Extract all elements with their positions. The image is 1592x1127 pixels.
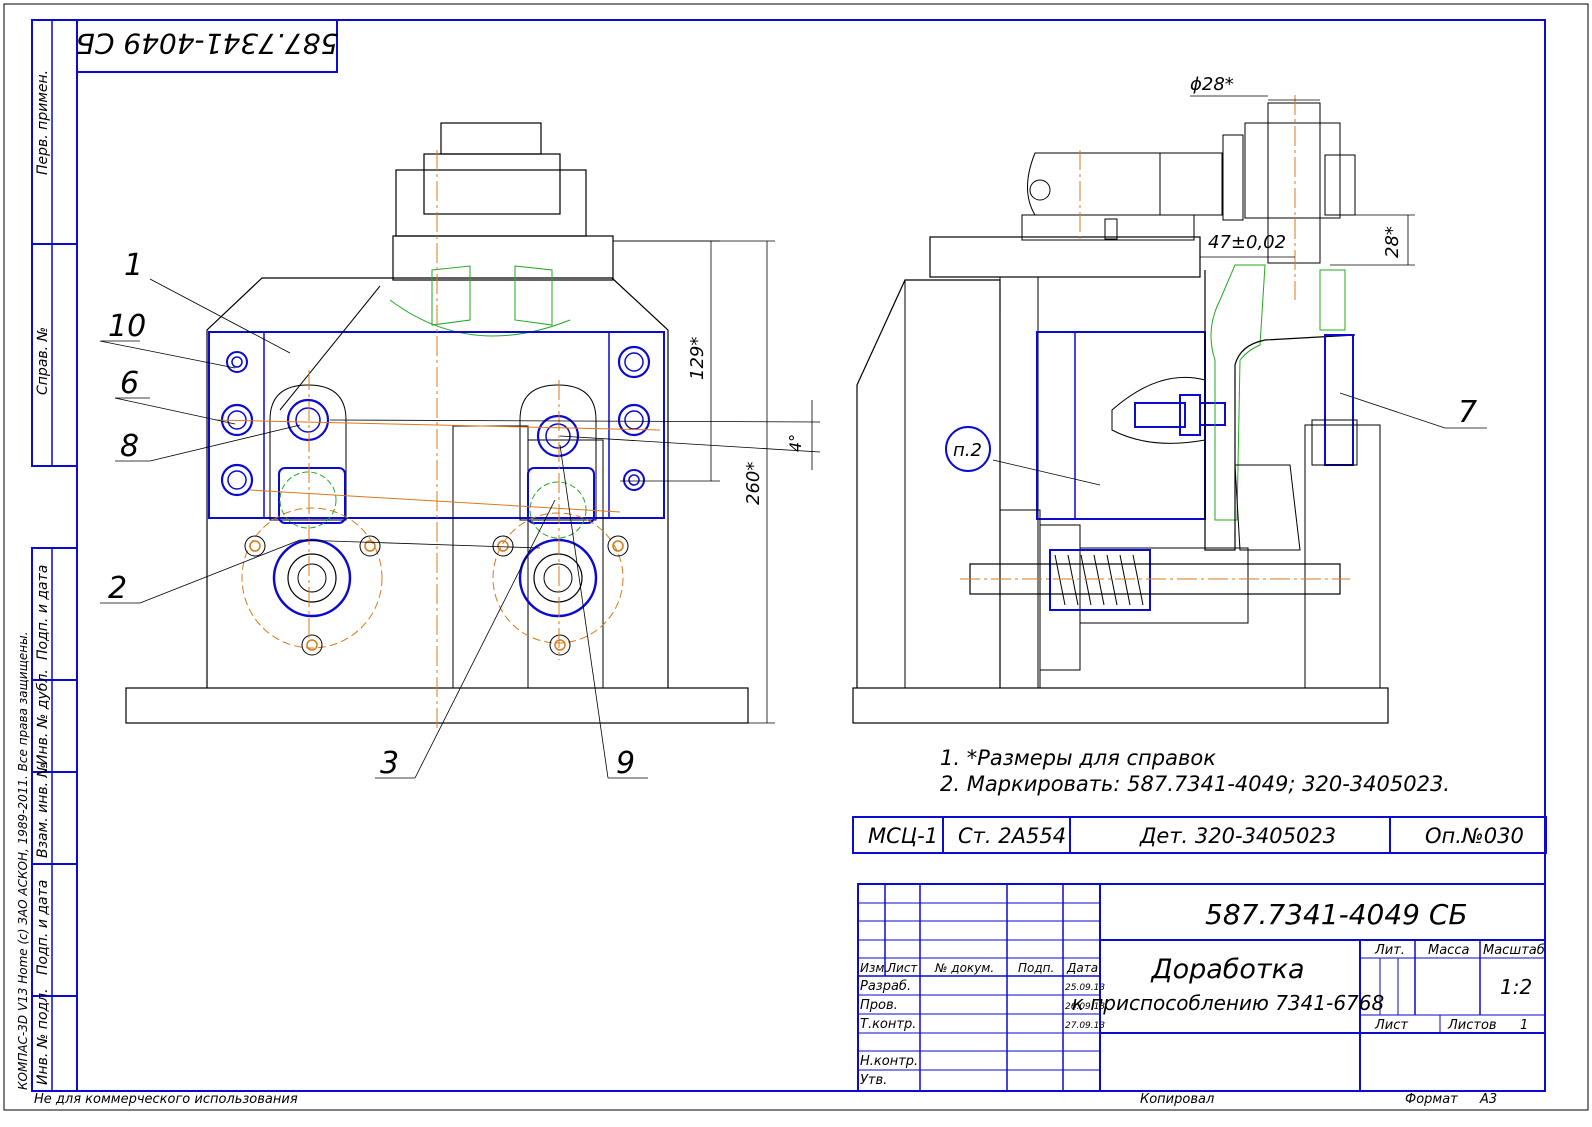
dim-260: 260* [743, 462, 764, 505]
dim-phi28: ϕ28* [1190, 74, 1234, 95]
callout-7: 7 [1458, 395, 1477, 430]
tb-date-3: 27.09.13 [1065, 1021, 1105, 1031]
tb-name-line2: к приспособлению 7341-6768 [1072, 991, 1384, 1015]
tb-hdr-data: Дата [1066, 961, 1098, 975]
label-inv-dubl: Инв. № дубл. [35, 669, 51, 765]
tb-name-line1: Доработка [1150, 954, 1304, 985]
left-margin-column: Перв. примен. Справ. № Подп. и дата Инв.… [16, 19, 78, 1092]
label-podp-data-1: Подп. и дата [35, 565, 51, 660]
tb-hdr-doc: № докум. [934, 961, 994, 975]
tb-date-1: 25.09.13 [1065, 983, 1105, 993]
dim-4deg: 4° [786, 434, 805, 452]
top-stamp-text: 587.7341-4049 СБ [76, 27, 339, 60]
tb-massa: Масса [1428, 943, 1469, 958]
label-sprav-no: Справ. № [35, 327, 51, 395]
footer-format-label: Формат [1405, 1092, 1458, 1107]
technical-notes: 1. *Размеры для справок 2. Маркировать: … [940, 746, 1450, 796]
footer: Не для коммерческого использования Копир… [34, 1092, 1497, 1107]
label-inv-podl: Инв. № подл. [35, 988, 51, 1085]
tb-hdr-podp: Подп. [1018, 961, 1054, 975]
callout-9: 9 [616, 746, 635, 781]
tb-hdr-izm: Изм. [860, 961, 888, 975]
callout-6: 6 [120, 366, 139, 401]
tb-utv: Утв. [860, 1073, 887, 1088]
operation-table: МСЦ-1 Ст. 2А554 Дет. 320-3405023 Оп.№030 [852, 816, 1547, 854]
op-detail: Дет. 320-3405023 [1139, 824, 1336, 848]
tb-hdr-list: Лист [886, 961, 918, 975]
tb-lit: Лит. [1374, 943, 1405, 958]
note-1: 1. *Размеры для справок [940, 746, 1216, 770]
copyright-text: КОМПАС-3D V13 Home (c) ЗАО АСКОН, 1989-2… [16, 632, 30, 1090]
top-stamp: 587.7341-4049 СБ [76, 19, 339, 73]
op-model: Ст. 2А554 [958, 824, 1066, 848]
tb-listov-val: 1 [1520, 1018, 1528, 1033]
side-section-view: ϕ28* 47±0,02 28* п.2 7 [852, 74, 1487, 724]
callout-8: 8 [120, 429, 139, 464]
tb-prov: Пров. [860, 998, 898, 1013]
outer-border [3, 3, 1589, 1111]
front-view: 129* 260* 4° 1 10 6 8 2 3 9 [99, 122, 821, 781]
tb-scale: 1:2 [1500, 975, 1532, 999]
callout-p2: п.2 [953, 440, 982, 461]
title-block: Изм. Лист № докум. Подп. Дата Разраб. Пр… [857, 883, 1546, 1092]
label-podp-data-2: Подп. и дата [35, 880, 51, 975]
footer-kopiroval: Копировал [1140, 1092, 1214, 1107]
tb-date-2: 26.09.13 [1065, 1002, 1105, 1012]
callout-3: 3 [380, 746, 399, 781]
op-number: Оп.№030 [1425, 824, 1524, 848]
callout-2: 2 [108, 571, 127, 606]
footer-noncommercial: Не для коммерческого использования [34, 1092, 298, 1107]
tb-listov: Листов [1447, 1018, 1497, 1033]
dim-47: 47±0,02 [1208, 232, 1286, 253]
tb-designation: 587.7341-4049 СБ [1205, 898, 1468, 931]
tb-tkontr: Т.контр. [860, 1017, 916, 1032]
label-perv-primen: Перв. примен. [35, 70, 51, 175]
footer-format-val: А3 [1479, 1092, 1497, 1107]
dim-28: 28* [1382, 226, 1403, 258]
tb-razrab: Разраб. [860, 979, 911, 994]
tb-list: Лист [1374, 1018, 1408, 1033]
tb-nkontr: Н.контр. [860, 1054, 918, 1069]
tb-masshtab: Масштаб [1483, 943, 1545, 958]
callout-1: 1 [124, 248, 143, 283]
label-vzam-inv: Взам. инв. № [35, 763, 51, 858]
callout-10: 10 [108, 309, 146, 344]
dim-129: 129* [687, 337, 708, 380]
note-2: 2. Маркировать: 587.7341-4049; 320-34050… [940, 772, 1450, 796]
op-machine: МСЦ-1 [868, 824, 938, 848]
